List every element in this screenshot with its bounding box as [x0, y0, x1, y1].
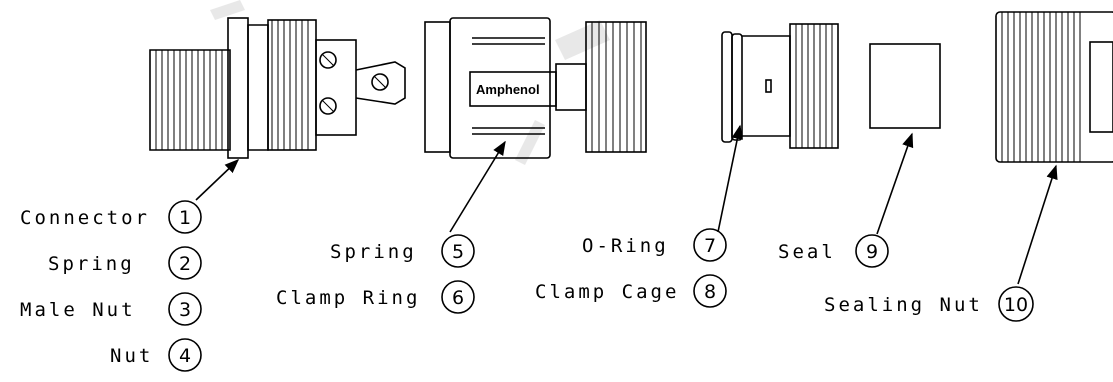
- callout-7: O-Ring 7: [582, 228, 727, 262]
- callout-number: 8: [704, 281, 716, 303]
- callout-label: Seal: [778, 241, 836, 263]
- callout-2: Spring 2: [48, 246, 202, 280]
- callout-label: Sealing Nut: [824, 294, 983, 316]
- callout-number: 1: [179, 207, 191, 229]
- callout-9: Seal 9: [778, 234, 889, 268]
- callout-label: Nut: [110, 345, 153, 367]
- callout-number: 6: [452, 287, 464, 309]
- callout-8: Clamp Cage 8: [535, 274, 727, 308]
- callout-10: Sealing Nut 10: [824, 286, 1034, 322]
- watermark: [210, 0, 610, 165]
- callout-number: 2: [179, 253, 191, 275]
- callout-label: Spring: [330, 241, 417, 263]
- callout-number: 10: [1004, 294, 1028, 316]
- callout-label: Connector: [20, 207, 150, 229]
- callout-4: Nut 4: [110, 338, 202, 372]
- callout-1: Connector 1: [20, 200, 202, 234]
- callout-5: Spring 5: [330, 234, 475, 268]
- callout-label: O-Ring: [582, 235, 669, 257]
- callout-label: Clamp Cage: [535, 281, 679, 303]
- callouts: Connector 1 Spring 2 Male Nut 3 Nut 4 Sp…: [20, 200, 1034, 372]
- seal-part: [869, 43, 941, 129]
- callout-3: Male Nut 3: [20, 292, 202, 326]
- callout-number: 9: [866, 241, 878, 263]
- callout-number: 3: [179, 299, 191, 321]
- spring-clamp-assembly: Amphenol: [424, 17, 647, 159]
- callout-label: Spring: [48, 253, 135, 275]
- callout-6: Clamp Ring 6: [276, 280, 475, 314]
- brand-logo-text: Amphenol: [476, 82, 540, 97]
- callout-label: Clamp Ring: [276, 287, 420, 309]
- leader-lines: [195, 124, 1058, 285]
- callout-number: 5: [452, 241, 464, 263]
- connector-assembly: [149, 17, 406, 159]
- callout-label: Male Nut: [20, 299, 136, 321]
- callout-number: 7: [704, 235, 716, 257]
- callout-number: 4: [179, 345, 191, 367]
- sealing-nut-part: [995, 11, 1113, 163]
